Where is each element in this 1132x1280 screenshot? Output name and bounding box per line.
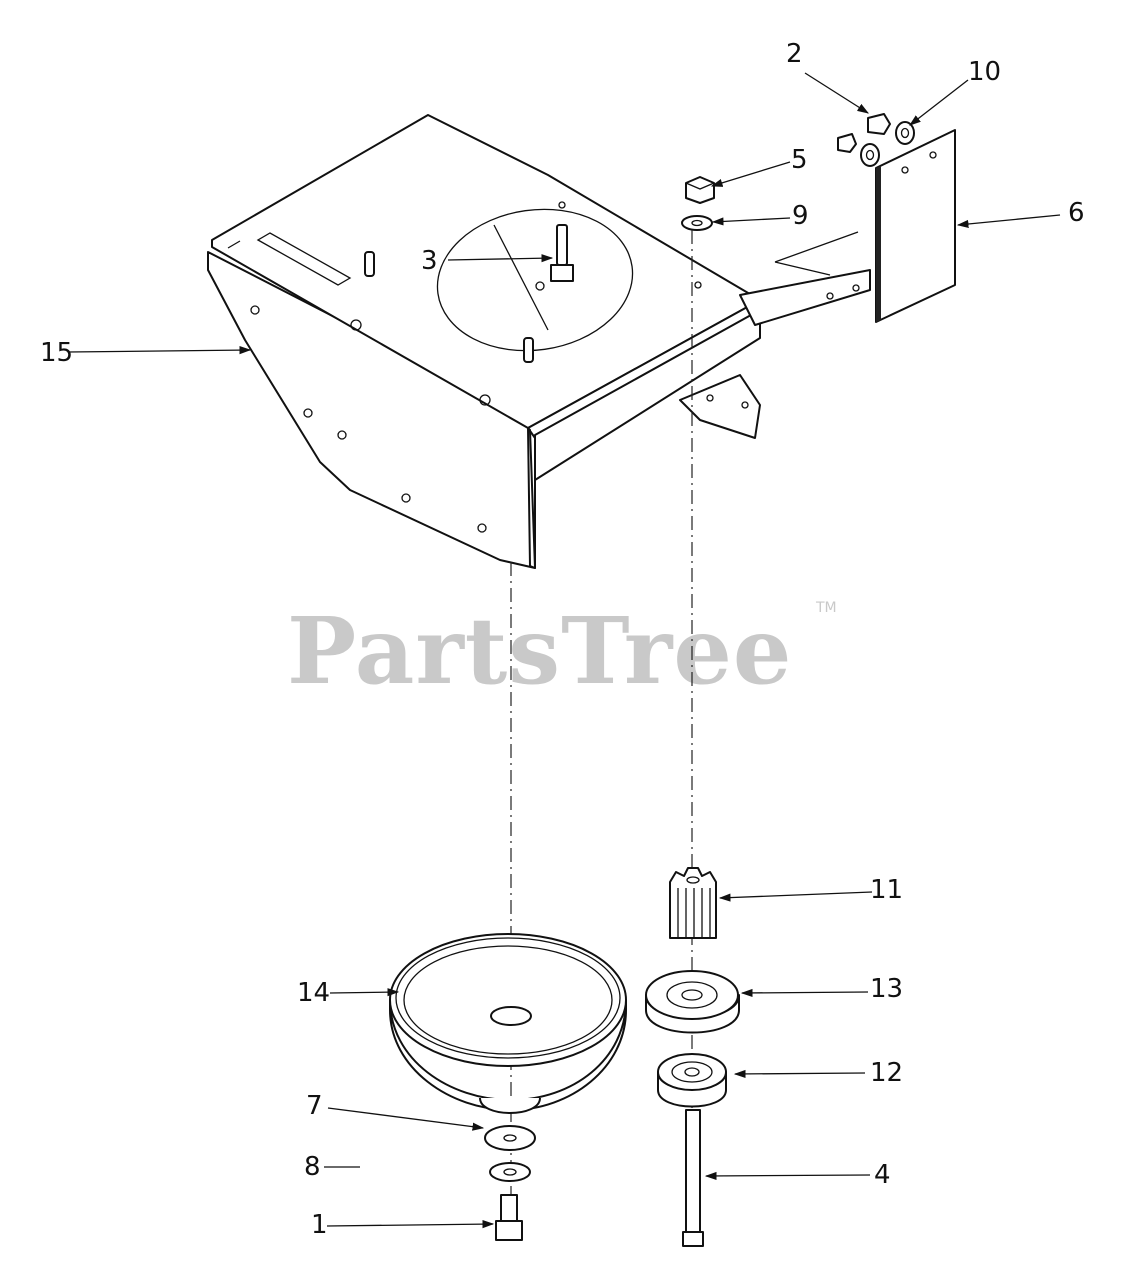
leader-lines: [67, 72, 1061, 1229]
part-15-mounting-plate: [207, 114, 871, 569]
watermark-trademark: TM: [815, 600, 837, 616]
part-3-stud: [550, 224, 574, 282]
callout-5: 5: [791, 145, 808, 175]
part-2-nut: [837, 113, 891, 153]
callout-8: 8: [304, 1152, 321, 1182]
callout-11: 11: [870, 875, 903, 905]
part-13-idler-pulley: [645, 970, 740, 1034]
part-8-lock-washer: [489, 1162, 531, 1182]
part-11-gear: [669, 867, 717, 939]
part-12-flat-idler: [657, 1053, 727, 1108]
callout-6: 6: [1068, 198, 1085, 228]
callout-1: 1: [311, 1210, 328, 1240]
part-5-flange-nut: [685, 176, 715, 204]
callout-labels: 2 10 3 5 9 6 15 11 13 12 14 7 8 1 4: [40, 39, 1085, 1240]
callout-14: 14: [297, 978, 330, 1008]
callout-10: 10: [968, 57, 1001, 87]
callout-4: 4: [874, 1160, 891, 1190]
callout-12: 12: [870, 1058, 903, 1088]
callout-13: 13: [870, 974, 903, 1004]
part-9-washer: [681, 215, 713, 231]
watermark-text: PartsTree: [287, 597, 792, 705]
callout-7: 7: [306, 1091, 323, 1121]
callout-9: 9: [792, 201, 809, 231]
part-10-washer: [860, 121, 915, 167]
callout-2: 2: [786, 39, 803, 69]
part-14-large-pulley: [389, 933, 627, 1114]
part-1-bolt: [495, 1194, 523, 1241]
watermark: PartsTree TM: [287, 597, 837, 705]
part-4-shoulder-bolt: [682, 1109, 704, 1247]
callout-15: 15: [40, 338, 73, 368]
part-7-washer: [484, 1125, 536, 1151]
callout-3: 3: [421, 246, 438, 276]
part-6-shield-plate: [875, 129, 956, 323]
